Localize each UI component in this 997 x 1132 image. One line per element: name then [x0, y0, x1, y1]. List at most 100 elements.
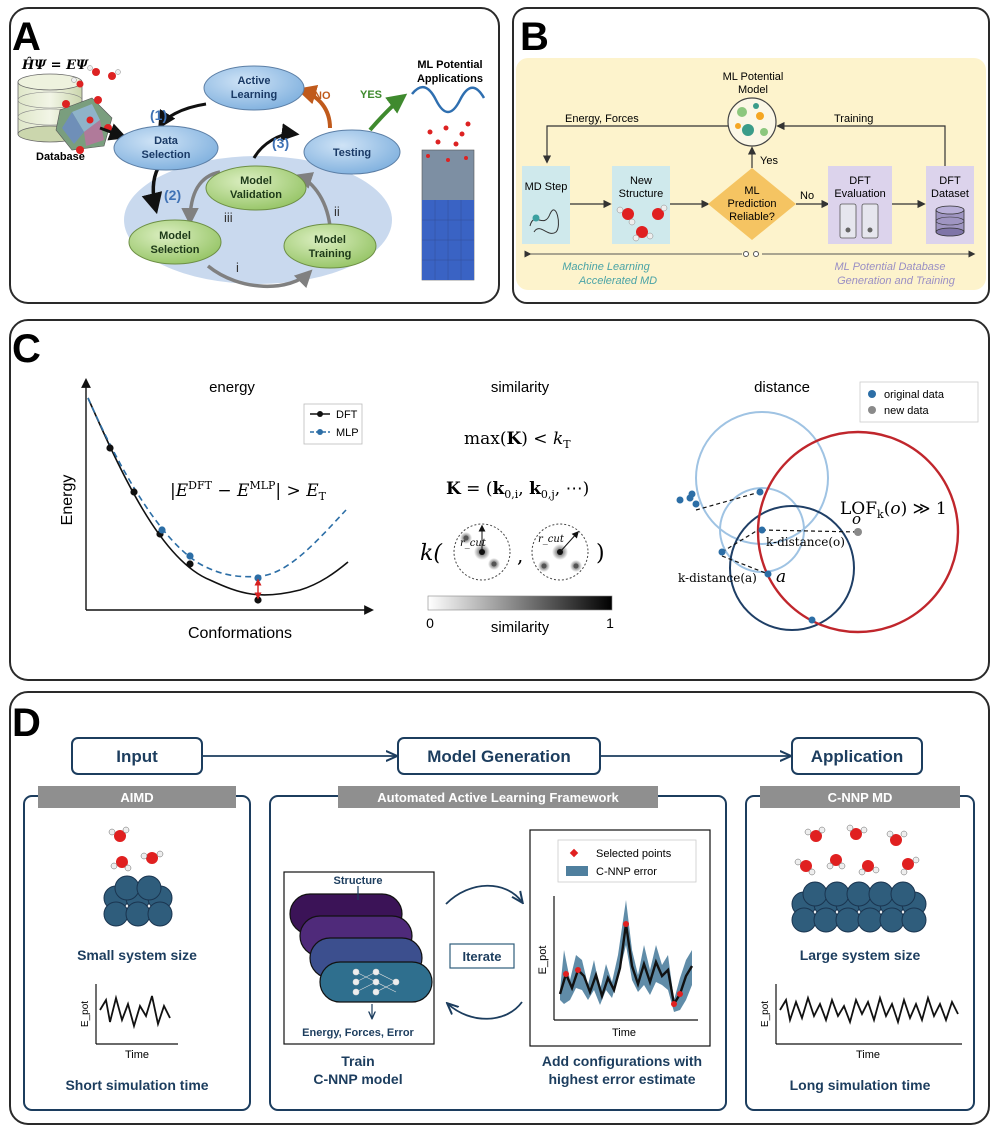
- dashed-link-o: [761, 529, 859, 533]
- add-configs-line2: highest error estimate: [548, 1071, 695, 1087]
- aimd-header: [38, 786, 236, 808]
- node-active-learning-line1: Active: [237, 75, 270, 87]
- dashed-link-2: [721, 529, 759, 553]
- svg-text:LOFk(o) ≫ 1: LOFk(o) ≫ 1: [840, 499, 947, 521]
- new-structure-line1: New: [630, 175, 652, 187]
- database-label: Database: [36, 151, 85, 163]
- energy-y-label: Energy: [59, 475, 76, 526]
- energy-criterion: |EDFT − EMLP| > ET: [170, 479, 327, 503]
- train-line1: Train: [341, 1053, 374, 1069]
- o-label: o: [852, 510, 861, 528]
- svg-text:|EDFT − EMLP| > ET: |EDFT − EMLP| > ET: [170, 479, 327, 503]
- short-plot-ylabel: E_pot: [80, 1001, 91, 1027]
- yes-label: Yes: [760, 155, 778, 167]
- crystal-structure-icon: [55, 65, 121, 154]
- node-active-learning: [203, 65, 305, 111]
- dashed-link-3: [721, 555, 769, 575]
- cnnp-error-swatch: [566, 866, 588, 876]
- framework-header-label: Automated Active Learning Framework: [377, 790, 619, 805]
- node-model-validation: [205, 165, 307, 211]
- large-light-circle: [695, 411, 829, 545]
- small-slab-icon: [103, 875, 173, 927]
- distance-title: distance: [754, 379, 810, 396]
- small-size-label: Small system size: [77, 947, 197, 963]
- framework-header: [338, 786, 658, 808]
- similarity-criterion: max(K) < kT: [464, 429, 571, 451]
- arrow-yes: [368, 93, 408, 132]
- short-time-label: Short simulation time: [65, 1077, 208, 1093]
- water-on-surface-icon: [421, 121, 475, 281]
- distance-legend-box: [859, 381, 979, 423]
- short-energy-trace: [99, 994, 171, 1030]
- large-water-icon: [794, 824, 920, 876]
- k-distance-a-circle: [729, 505, 855, 631]
- energy-legend-box: [303, 403, 363, 445]
- long-plot-xlabel: Time: [856, 1049, 880, 1061]
- node-active-learning-line2: Learning: [231, 89, 277, 101]
- server-icon: [839, 203, 879, 239]
- large-slab-icon: [791, 881, 927, 933]
- prediction-diamond: [708, 168, 796, 240]
- similarity-colorbar: [427, 595, 613, 611]
- lof-criterion: LOFk(o) ≫ 1: [840, 499, 947, 521]
- cnnp-error-label: C-NNP error: [596, 866, 657, 878]
- svg-text:K = (k0,i, k0,j, ⋯): K = (k0,i, k0,j, ⋯): [446, 479, 589, 501]
- dft-evaluation-line2: Evaluation: [834, 188, 885, 200]
- md-trajectory-icon: [529, 209, 559, 234]
- arrow-energy-forces: [542, 125, 728, 164]
- legend-original-data: original data: [884, 389, 945, 401]
- rcut-label-1: r_cut: [460, 538, 487, 549]
- node-model-selection-line2: Selection: [151, 244, 200, 256]
- input-label: Input: [116, 747, 158, 766]
- arrow-validation-to-testing: [252, 123, 300, 159]
- new-structure-line2: Structure: [619, 188, 664, 200]
- arrow-validation-to-selection: [181, 170, 221, 226]
- arrow-training: [776, 121, 946, 174]
- panel-a: A ĤΨ = EΨ Database: [9, 7, 500, 304]
- node-model-training: [283, 223, 377, 269]
- right-caption-line2: Generation and Training: [837, 275, 956, 287]
- short-plot-xlabel: Time: [125, 1049, 149, 1061]
- ml-model-icon: [727, 97, 777, 147]
- panel-b: B ML Potential Model Energy, Forces Trai…: [512, 7, 990, 304]
- rcut-label-2: r_cut: [538, 534, 565, 545]
- dft-dataset-line2: Dataset: [931, 188, 969, 200]
- long-plot-ylabel: E_pot: [760, 1001, 771, 1027]
- node-testing: [303, 129, 401, 175]
- selected-points: [563, 921, 683, 1007]
- k-distance-o-label: k-distance(o): [766, 535, 845, 549]
- roman-iii-label: iii: [224, 210, 233, 225]
- svg-text:max(K) < kT: max(K) < kT: [464, 429, 571, 451]
- nn-ensemble-icon: [289, 893, 433, 1003]
- potential-curve-icon: [411, 86, 486, 114]
- energy-x-label: Conformations: [188, 625, 292, 642]
- database-icon: [935, 205, 965, 237]
- kernel-close: ): [596, 541, 605, 566]
- long-energy-trace: [779, 994, 959, 1026]
- panel-a-letter: A: [12, 15, 41, 59]
- legend-mlp: MLP: [336, 427, 359, 439]
- prediction-line2: Prediction: [728, 198, 777, 210]
- applications-line2: Applications: [417, 73, 483, 85]
- panel-c: C energy Energy Conformations DFT MLP |E…: [9, 319, 990, 681]
- environment-1-icon: [453, 523, 511, 581]
- ml-model-line1: ML Potential: [723, 71, 784, 83]
- add-configs-line1: Add configurations with: [542, 1053, 702, 1069]
- roman-ii-label: ii: [334, 204, 340, 219]
- similarity-title: similarity: [491, 379, 550, 396]
- applications-line1: ML Potential: [417, 59, 482, 71]
- panel-b-letter: B: [520, 15, 549, 59]
- kernel-k: k(: [420, 541, 442, 566]
- prediction-line3: Reliable?: [729, 211, 775, 223]
- panel-d-letter: D: [12, 701, 41, 745]
- energy-forces-label: Energy, Forces: [565, 113, 639, 125]
- node-model-validation-line2: Validation: [230, 189, 282, 201]
- new-data-point-o: [854, 528, 862, 536]
- prediction-line1: ML: [744, 185, 759, 197]
- md-particle-icon: [532, 214, 540, 222]
- node-model-selection: [128, 219, 222, 265]
- iterate-arrow-bottom: [448, 1001, 523, 1020]
- colorbar-max: 1: [606, 615, 614, 631]
- application-label: Application: [811, 747, 904, 766]
